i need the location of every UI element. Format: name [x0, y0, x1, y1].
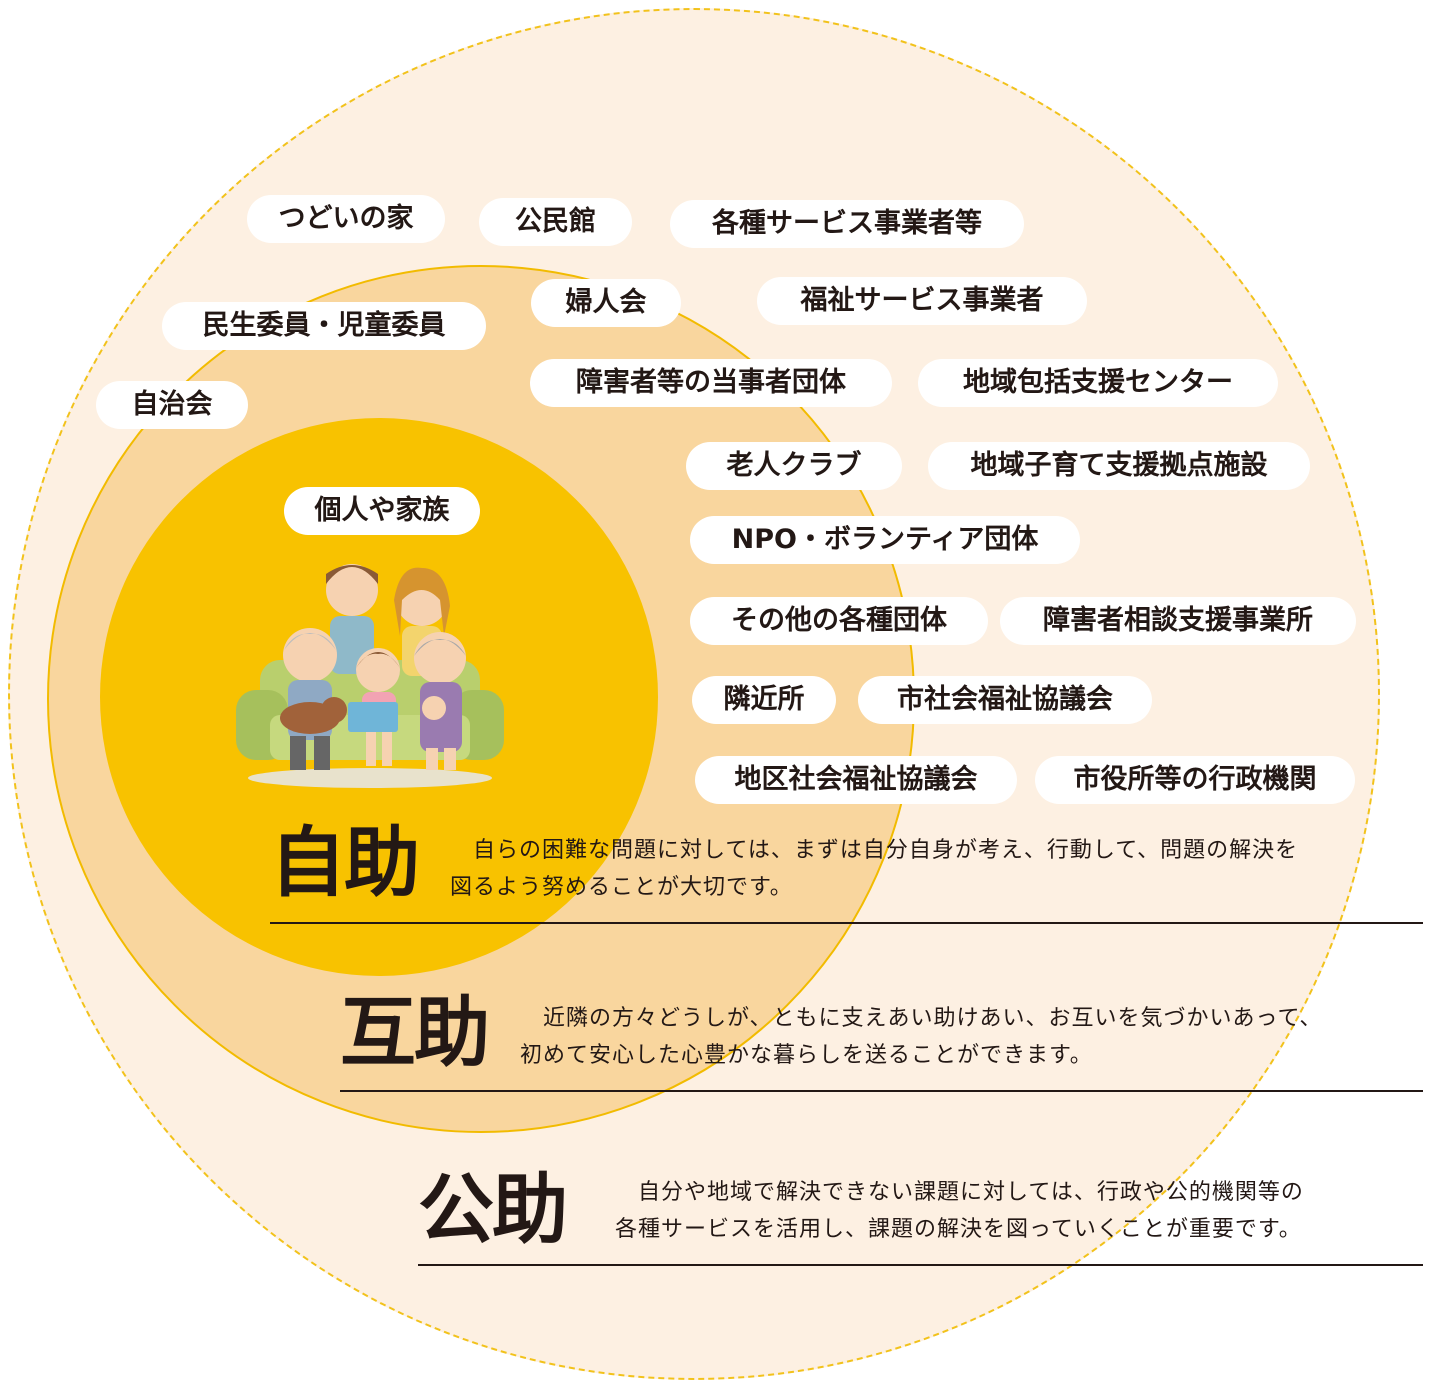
label-shi-shakyo: 市社会福祉協議会 [858, 676, 1152, 724]
jijo-description-line2: 図るよう努めることが大切です。 [450, 875, 793, 900]
kojo-underline [418, 1264, 1423, 1266]
label-fukushi-service: 福祉サービス事業者 [757, 277, 1087, 325]
gojo-description-line2: 初めて安心した心豊かな暮らしを送ることができます。 [520, 1043, 1093, 1068]
label-npo-volunteer: NPO・ボランティア団体 [690, 516, 1080, 564]
label-tojisha-dantai: 障害者等の当事者団体 [530, 359, 892, 407]
label-kosodate-shisetsu: 地域子育て支援拠点施設 [928, 442, 1310, 490]
kojo-description-line1: 自分や地域で解決できない課題に対しては、行政や公的機関等の [615, 1180, 1304, 1205]
label-kojin-kazoku: 個人や家族 [284, 487, 480, 535]
label-jichikai: 自治会 [96, 381, 248, 429]
gojo-title: 互助 [340, 988, 490, 1077]
jijo-title: 自助 [270, 818, 420, 907]
kojo-description-line2: 各種サービスを活用し、課題の解決を図っていくことが重要です。 [615, 1217, 1302, 1242]
label-rojin-club: 老人クラブ [686, 442, 902, 490]
label-sonota-dantai: その他の各種団体 [690, 597, 988, 645]
label-tsudoi-no-ie: つどいの家 [247, 195, 445, 243]
label-hokatsu-center: 地域包括支援センター [918, 359, 1278, 407]
gojo-description-line1: 近隣の方々どうしが、ともに支えあい助けあい、お互いを気づかいあって、 [520, 1006, 1323, 1031]
label-kakushu-service: 各種サービス事業者等 [670, 200, 1024, 248]
label-fujinkai: 婦人会 [531, 279, 681, 327]
jijo-underline [270, 922, 1423, 924]
label-kinjo: 隣近所 [692, 676, 836, 724]
family-on-sofa-illustration [236, 564, 504, 788]
label-minsei-iin: 民生委員・児童委員 [162, 302, 486, 350]
gojo-underline [340, 1090, 1423, 1092]
label-shiyakusho: 市役所等の行政機関 [1035, 756, 1355, 804]
label-kominkan: 公民館 [479, 198, 632, 246]
label-sodan-shien: 障害者相談支援事業所 [1000, 597, 1356, 645]
jijo-description-line1: 自らの困難な問題に対しては、まずは自分自身が考え、行動して、問題の解決を [450, 838, 1299, 863]
label-chiku-shakyo: 地区社会福祉協議会 [695, 756, 1017, 804]
kojo-title: 公助 [418, 1165, 568, 1254]
